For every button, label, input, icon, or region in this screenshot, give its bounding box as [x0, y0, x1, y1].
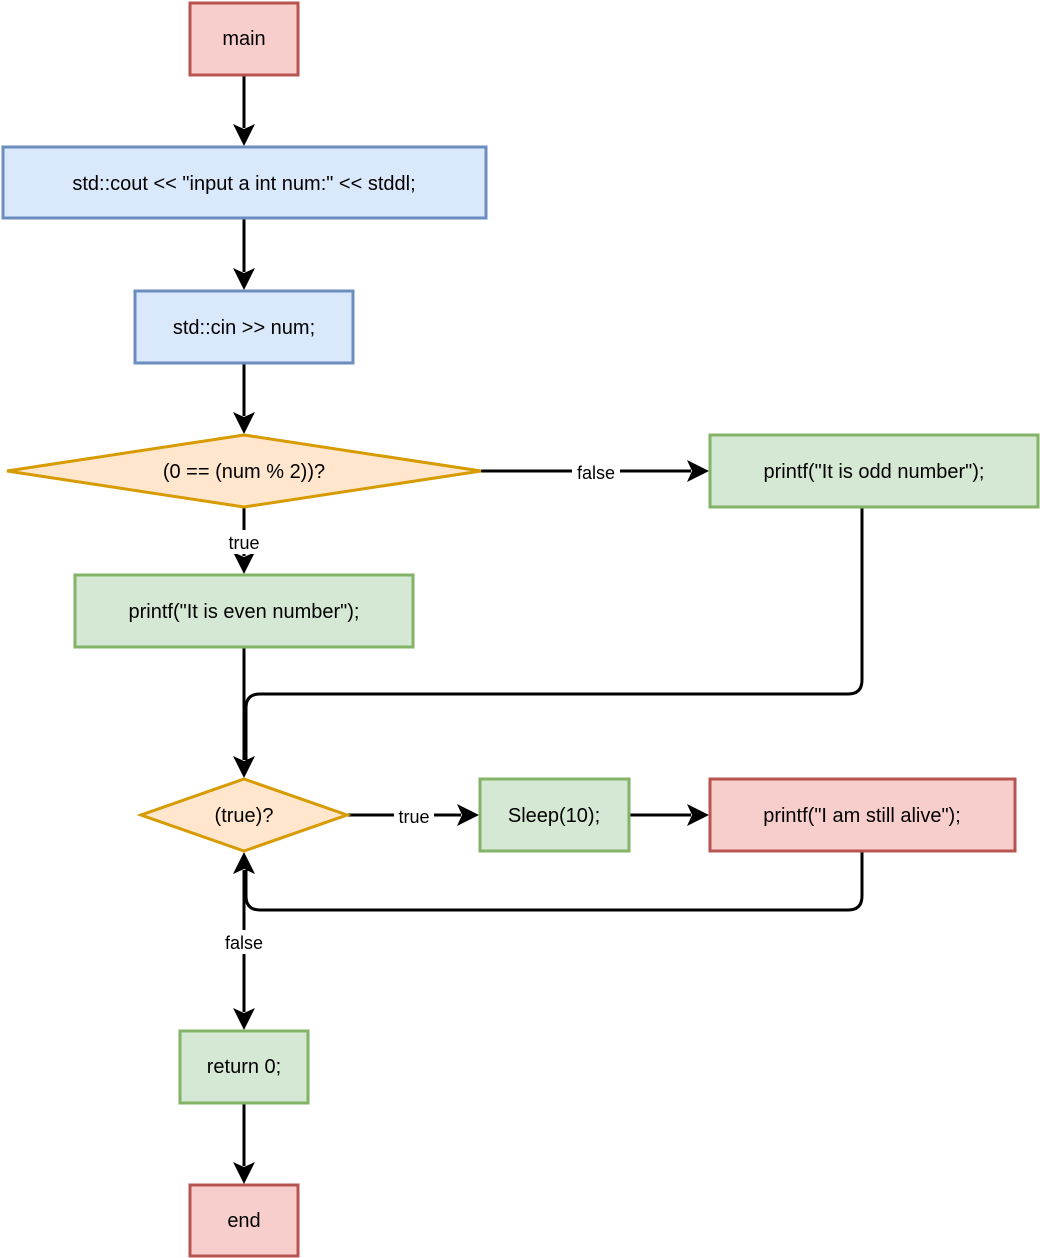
edge-cond-even-false: false	[481, 460, 709, 484]
node-main[interactable]: main	[188, 1, 300, 77]
node-print-even[interactable]: printf("It is even number");	[73, 573, 415, 649]
edge-main-to-cout	[233, 76, 255, 146]
edge-cond-even-true: true	[222, 507, 266, 574]
edge-ret-to-end	[233, 1104, 255, 1184]
node-cond-even-diamond	[6, 433, 482, 509]
edge-label-bg-false-2	[218, 930, 270, 954]
node-main-box	[188, 1, 300, 77]
node-print-alive-box	[708, 777, 1017, 853]
node-cond-even-label: (0 == (num % 2))?	[163, 461, 325, 483]
node-cout-label: std::cout << "input a int num:" << stddl…	[72, 173, 415, 195]
edge-print-even-to-cond-loop	[233, 648, 255, 778]
edges-layer: false true true	[218, 76, 864, 1184]
edge-cond-loop-false: false	[218, 870, 270, 1030]
node-print-even-label: printf("It is even number");	[129, 601, 360, 623]
node-end-box	[188, 1183, 300, 1258]
node-cin-box	[133, 289, 355, 365]
node-return-label: return 0;	[207, 1056, 281, 1078]
edge-label-bg-false-1	[572, 460, 620, 484]
node-cond-loop-label: (true)?	[215, 805, 274, 827]
node-cin[interactable]: std::cin >> num;	[133, 289, 355, 365]
node-print-odd-box	[708, 433, 1040, 509]
node-print-alive-label: printf("I am still alive");	[763, 805, 961, 827]
edge-label-bg-true-2	[394, 804, 434, 828]
node-end-label: end	[227, 1210, 260, 1232]
node-print-odd[interactable]: printf("It is odd number");	[708, 433, 1040, 509]
edge-label-false-2: false	[225, 933, 263, 953]
node-cout[interactable]: std::cout << "input a int num:" << stddl…	[1, 145, 488, 220]
node-sleep-label: Sleep(10);	[508, 805, 600, 827]
node-cond-loop-diamond	[136, 777, 352, 853]
node-cond-loop[interactable]: (true)?	[136, 777, 352, 853]
edge-label-bg-true-1	[222, 530, 266, 554]
edge-cout-to-cin	[233, 219, 255, 290]
node-end[interactable]: end	[188, 1183, 300, 1258]
edge-sleep-to-print-alive	[630, 804, 709, 826]
node-cin-label: std::cin >> num;	[173, 317, 315, 339]
edge-print-alive-to-cond-loop	[233, 852, 864, 912]
node-print-odd-label: printf("It is odd number");	[764, 461, 985, 483]
edge-print-odd-to-cond-loop	[244, 508, 864, 760]
edge-cond-loop-true: true	[348, 804, 479, 828]
node-return[interactable]: return 0;	[178, 1029, 310, 1105]
edge-cin-to-cond-even	[233, 364, 255, 434]
edge-label-true-1: true	[228, 533, 259, 553]
edge-label-true-2: true	[398, 807, 429, 827]
node-print-even-box	[73, 573, 415, 649]
node-sleep[interactable]: Sleep(10);	[478, 777, 631, 853]
node-main-label: main	[222, 28, 265, 50]
node-print-alive[interactable]: printf("I am still alive");	[708, 777, 1017, 853]
node-cond-even[interactable]: (0 == (num % 2))?	[6, 433, 482, 509]
node-return-box	[178, 1029, 310, 1105]
node-sleep-box	[478, 777, 631, 853]
node-cout-box	[1, 145, 488, 220]
edge-label-false-1: false	[577, 463, 615, 483]
